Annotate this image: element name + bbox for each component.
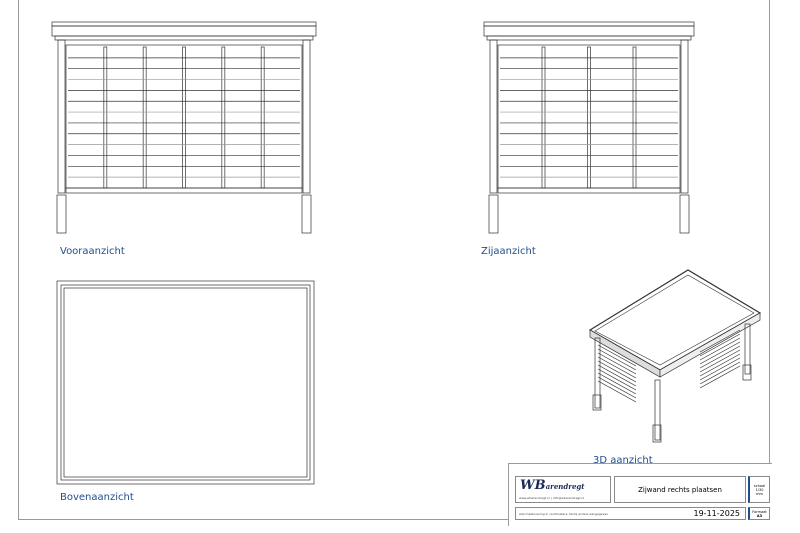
- wall-slat-left: [597, 380, 637, 403]
- iso-foot: [742, 364, 752, 381]
- panel-stile: [221, 46, 226, 189]
- iso-view: [588, 269, 762, 443]
- iso-post: [594, 337, 601, 409]
- foundation-post-right: [301, 194, 312, 234]
- wall-slat-left: [597, 348, 637, 371]
- title-block: WBarendregt www.wbarendregt.nl | info@wb…: [508, 463, 772, 526]
- dimension-note: Alle maatvoering in centimeters, tenzij …: [519, 512, 609, 516]
- foundation-post-left: [488, 194, 499, 234]
- roof-fascia-side: [659, 312, 761, 378]
- wall-slat-left: [597, 352, 637, 375]
- note-box: Alle maatvoering in centimeters, tenzij …: [515, 507, 746, 520]
- roof-fascia: [483, 25, 695, 37]
- wall-slat-left: [597, 368, 637, 391]
- wall-slat-left: [597, 376, 637, 399]
- wall-slat-left: [597, 360, 637, 383]
- top-plan: [56, 280, 315, 485]
- panel-stile: [632, 46, 637, 189]
- wall-slat-right: [699, 341, 741, 365]
- foundation-post-left: [56, 194, 67, 234]
- side-elevation: [483, 21, 695, 234]
- panel-stile: [541, 46, 546, 189]
- panel-stile: [587, 46, 591, 189]
- front-view-label: Vooraanzicht: [60, 246, 125, 257]
- roof-edge: [483, 21, 695, 27]
- wall-slat-left: [597, 356, 637, 379]
- top-view-label: Bovenaanzicht: [60, 492, 134, 503]
- post-right: [302, 39, 311, 194]
- post-left: [489, 39, 498, 194]
- wall-slat-left: [597, 364, 637, 387]
- iso-post: [654, 379, 661, 441]
- iso-foot: [652, 424, 662, 443]
- roof-edge-inner: [63, 287, 308, 478]
- wall-slat-right: [699, 345, 741, 369]
- wall-slat-right: [699, 349, 741, 373]
- roof-outline-inner: [60, 284, 311, 481]
- drawing-title: Zijwand rechts plaatsen: [614, 476, 746, 503]
- wall-slat-right: [699, 329, 741, 353]
- company-logo: WBarendregt www.wbarendregt.nl | info@wb…: [515, 476, 611, 503]
- wall-slat-right: [699, 361, 741, 385]
- drawing-sheet: [18, 0, 770, 520]
- roof-outline-outer: [56, 280, 315, 485]
- foundation-post-right: [679, 194, 690, 234]
- iso-post: [744, 323, 751, 375]
- panel-stile: [103, 46, 108, 189]
- bottom-rail: [65, 187, 303, 194]
- 3d-view-label: 3D aanzicht: [593, 455, 653, 466]
- roof-edge: [51, 21, 317, 27]
- wall-slat-right: [699, 333, 741, 357]
- wall-slat-right: [699, 337, 741, 361]
- roof-beam: [54, 35, 314, 41]
- side-view-label: Zijaanzicht: [481, 246, 536, 257]
- drawing-date: 19-11-2025: [693, 509, 741, 518]
- post-right: [680, 39, 689, 194]
- wall-slat-right: [699, 357, 741, 381]
- roof-beam: [486, 35, 692, 41]
- panel-stile: [260, 46, 265, 189]
- front-elevation: [51, 21, 317, 234]
- wall-slat-right: [699, 353, 741, 377]
- contact-info: www.wbarendregt.nl | info@wbarendregt.nl: [519, 496, 585, 500]
- post-left: [57, 39, 66, 194]
- iso-foot: [592, 394, 602, 411]
- panel-stile: [182, 46, 186, 189]
- bottom-rail: [497, 187, 681, 194]
- panel-stile: [142, 46, 147, 189]
- wall-slat-right: [699, 365, 741, 389]
- roof-fascia: [51, 25, 317, 37]
- wall-slat-left: [597, 344, 637, 367]
- roof-inner: [594, 274, 755, 366]
- wall-slat-left: [597, 372, 637, 395]
